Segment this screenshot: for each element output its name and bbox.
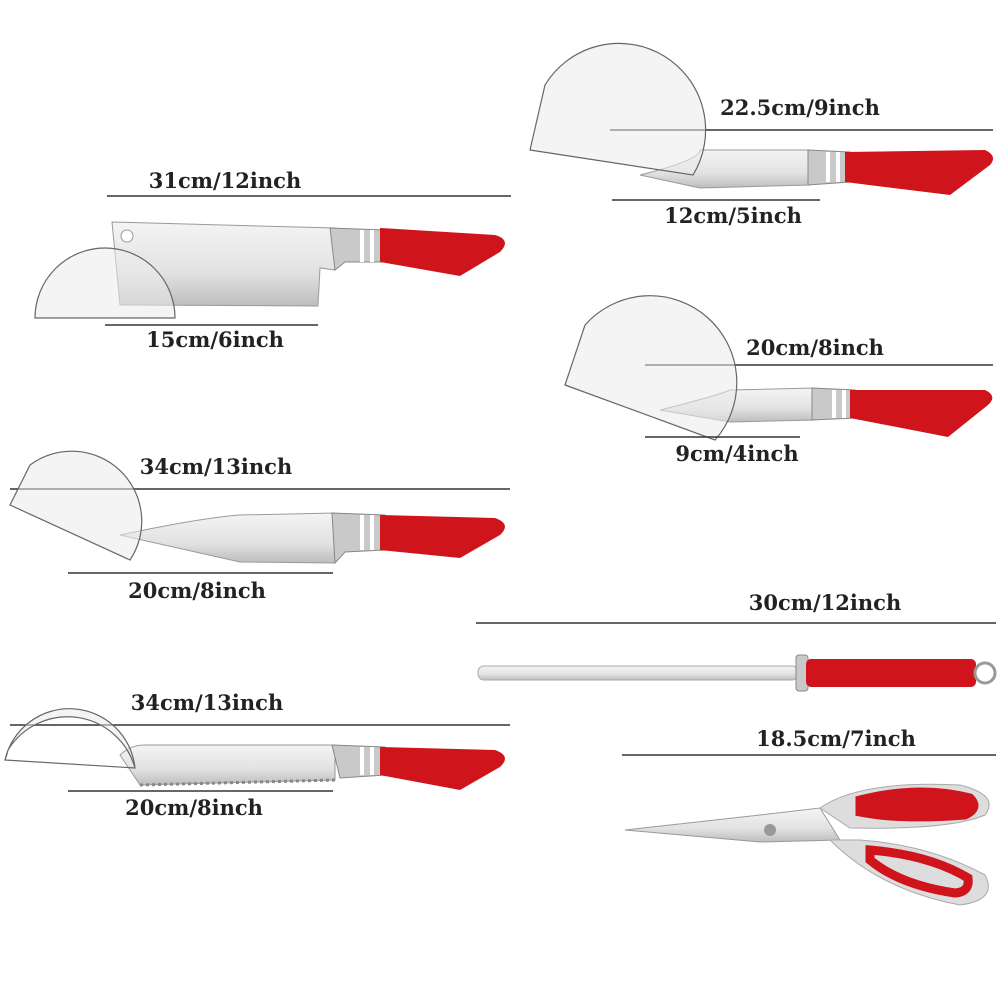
protractor bbox=[529, 42, 707, 176]
blade-length-label: 15cm/6inch bbox=[146, 327, 284, 352]
protractor bbox=[564, 295, 738, 441]
bread-knife: 34cm/13inch 20cm/8inch bbox=[4, 690, 510, 820]
total-length-label: 22.5cm/9inch bbox=[720, 95, 880, 120]
protractor bbox=[34, 247, 176, 319]
blade-length-label: 20cm/8inch bbox=[125, 795, 263, 820]
red-handle bbox=[380, 228, 505, 276]
total-length-label: 20cm/8inch bbox=[746, 335, 884, 360]
blade-length-label: 9cm/4inch bbox=[675, 441, 798, 466]
total-length-label: 18.5cm/7inch bbox=[756, 726, 916, 751]
total-length-label: 30cm/12inch bbox=[749, 590, 901, 615]
sharpening-steel: 30cm/12inch bbox=[476, 590, 997, 692]
chef-knife: 34cm/13inch 20cm/8inch bbox=[9, 450, 510, 603]
blade-length-label: 20cm/8inch bbox=[128, 578, 266, 603]
cleaver: 31cm/12inch 15cm/6inch bbox=[34, 168, 511, 352]
utility-knife: 20cm/8inch 9cm/4inch bbox=[564, 295, 993, 466]
total-length-label: 34cm/13inch bbox=[140, 454, 292, 479]
protractor bbox=[4, 708, 136, 769]
total-length-label: 31cm/12inch bbox=[149, 168, 301, 193]
blade-length-label: 12cm/5inch bbox=[664, 203, 802, 228]
paring-knife: 22.5cm/9inch 12cm/5inch bbox=[529, 42, 994, 228]
protractor bbox=[9, 450, 143, 561]
total-length-label: 34cm/13inch bbox=[131, 690, 283, 715]
kitchen-scissors: 18.5cm/7inch bbox=[622, 726, 996, 906]
